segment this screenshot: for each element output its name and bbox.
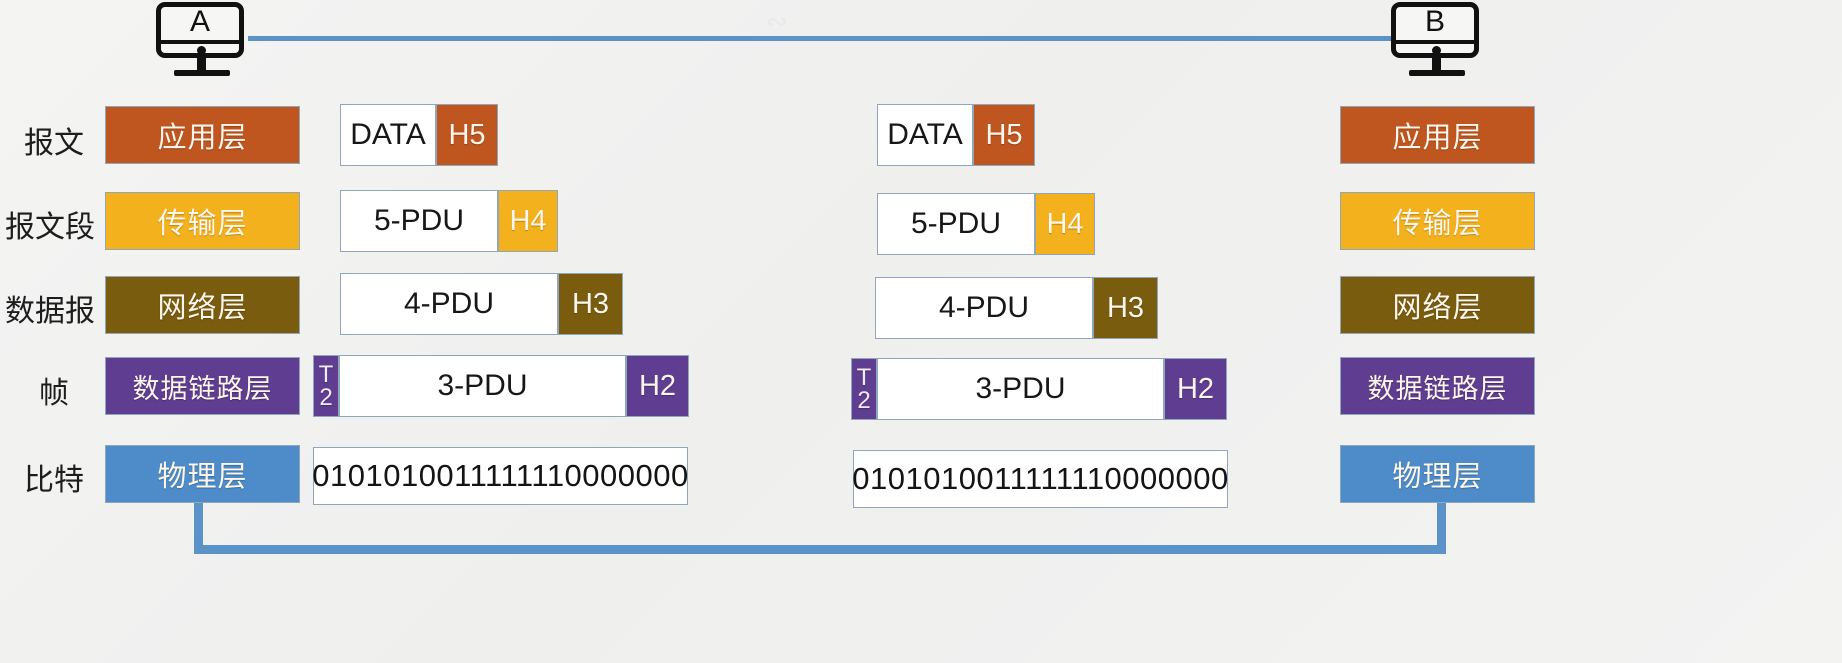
right-pdu-frame[interactable]: T 2 3-PDU H2 — [851, 358, 1227, 420]
pdu-body-bitstream: 0101010011111110000000 — [312, 447, 688, 505]
left-pdu-message[interactable]: DATA H5 — [340, 104, 498, 166]
pdu-body-3pdu: 3-PDU — [339, 355, 626, 417]
monitor-base — [1409, 70, 1465, 76]
left-pdu-datagram[interactable]: 4-PDU H3 — [340, 273, 623, 335]
right-layer-application[interactable]: 应用层 — [1340, 106, 1535, 164]
left-layer-network[interactable]: 网络层 — [105, 276, 300, 334]
monitor-divider — [1396, 40, 1474, 44]
host-b-icon: B — [1391, 2, 1483, 84]
row-label-message: 报文 — [24, 126, 84, 161]
right-layer-physical[interactable]: 物理层 — [1340, 445, 1535, 503]
right-pdu-datagram[interactable]: 4-PDU H3 — [875, 277, 1158, 339]
pdu-body-4pdu: 4-PDU — [875, 277, 1093, 339]
monitor-neck — [197, 58, 206, 71]
right-pdu-message[interactable]: DATA H5 — [877, 104, 1035, 166]
trailer-2: 2 — [857, 387, 871, 414]
left-pdu-bits[interactable]: 0101010011111110000000 — [312, 447, 688, 505]
pdu-header-h2: H2 — [626, 355, 689, 417]
left-layer-datalink[interactable]: 数据链路层 — [105, 357, 300, 415]
trailer-t: T — [318, 360, 334, 388]
row-label-datagram: 数据报 — [5, 294, 95, 329]
pdu-header-h4: H4 — [1035, 193, 1095, 255]
pdu-header-h4: H4 — [498, 190, 558, 252]
host-b-label: B — [1424, 5, 1445, 38]
physical-medium-bottom-line — [194, 545, 1446, 554]
pdu-header-h5: H5 — [436, 104, 498, 166]
right-pdu-bits[interactable]: 0101010011111110000000 — [852, 450, 1228, 508]
left-layer-transport[interactable]: 传输层 — [105, 192, 300, 250]
pdu-body-3pdu: 3-PDU — [877, 358, 1164, 420]
trailer-2: 2 — [319, 384, 333, 411]
pdu-trailer-t2: T 2 — [851, 358, 877, 420]
host-a-label: A — [189, 5, 210, 38]
left-layer-application[interactable]: 应用层 — [105, 106, 300, 164]
pdu-body-5pdu: 5-PDU — [877, 193, 1035, 255]
left-pdu-segment[interactable]: 5-PDU H4 — [340, 190, 558, 252]
row-label-segment: 报文段 — [5, 210, 95, 245]
left-layer-physical[interactable]: 物理层 — [105, 445, 300, 503]
right-layer-network[interactable]: 网络层 — [1340, 276, 1535, 334]
right-layer-datalink[interactable]: 数据链路层 — [1340, 357, 1535, 415]
row-label-frame: 帧 — [39, 376, 69, 411]
pdu-header-h2: H2 — [1164, 358, 1227, 420]
wire-swoosh-decoration: ∾ — [766, 6, 788, 36]
row-label-bit: 比特 — [24, 463, 84, 498]
pdu-header-h5: H5 — [973, 104, 1035, 166]
monitor-neck — [1432, 58, 1441, 71]
pdu-body-data: DATA — [877, 104, 973, 166]
right-layer-transport[interactable]: 传输层 — [1340, 192, 1535, 250]
pdu-body-bitstream: 0101010011111110000000 — [852, 450, 1228, 508]
monitor-divider — [161, 40, 239, 44]
host-a-icon: A — [156, 2, 248, 84]
pdu-header-h3: H3 — [1093, 277, 1158, 339]
physical-medium-right-drop — [1437, 503, 1446, 553]
pdu-trailer-t2: T 2 — [313, 355, 339, 417]
pdu-body-data: DATA — [340, 104, 436, 166]
trailer-t: T — [856, 363, 872, 391]
monitor-power-dot — [1432, 46, 1441, 55]
host-link-wire — [248, 36, 1438, 41]
physical-medium-left-drop — [194, 503, 203, 553]
monitor-power-dot — [197, 46, 206, 55]
monitor-base — [174, 70, 230, 76]
right-pdu-segment[interactable]: 5-PDU H4 — [877, 193, 1095, 255]
pdu-body-4pdu: 4-PDU — [340, 273, 558, 335]
left-pdu-frame[interactable]: T 2 3-PDU H2 — [313, 355, 689, 417]
pdu-body-5pdu: 5-PDU — [340, 190, 498, 252]
pdu-header-h3: H3 — [558, 273, 623, 335]
